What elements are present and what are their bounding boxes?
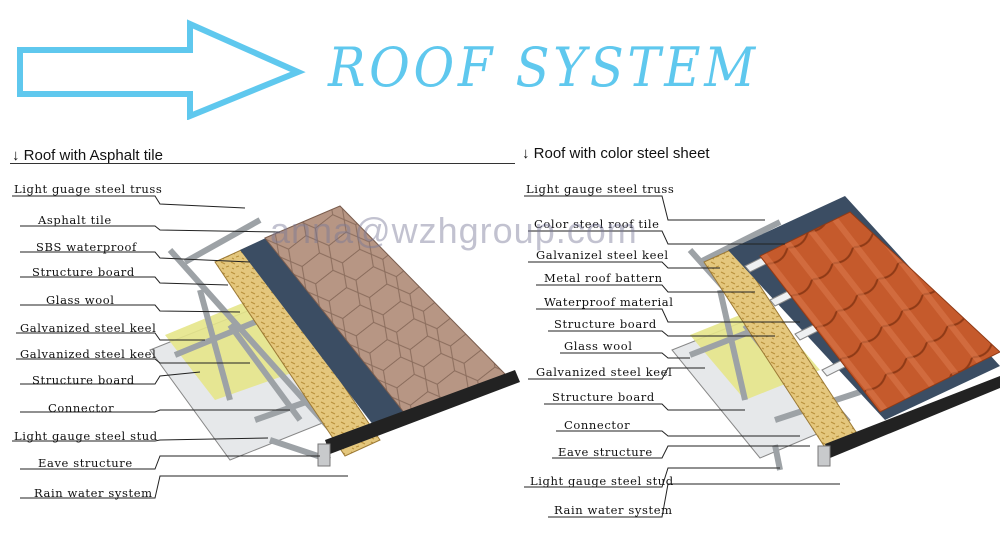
- rain-gutter: [825, 376, 1000, 458]
- label-eave-structure: Eave structure: [38, 456, 133, 470]
- banner-arrow: [17, 19, 306, 120]
- label-rain-water-system: Rain water system: [554, 503, 673, 517]
- label-waterproof-material: Waterproof material: [544, 295, 674, 309]
- label-light-gauge-steel-stud: Light gauge steel stud: [14, 429, 158, 443]
- label-glass-wool: Glass wool: [564, 339, 633, 353]
- page-title: ROOF SYSTEM: [328, 36, 759, 99]
- label-rain-water-system: Rain water system: [34, 486, 153, 500]
- color-steel-roof-tile: [759, 211, 1000, 413]
- label-sbs-waterproof: SBS waterproof: [36, 240, 137, 254]
- label-structure-board: Structure board: [554, 317, 657, 331]
- label-structure-board-2: Structure board: [552, 390, 655, 404]
- eave-post: [317, 443, 331, 467]
- label-metal-roof-battern: Metal roof battern: [544, 271, 663, 285]
- label-glass-wool: Glass wool: [46, 293, 115, 307]
- label-structure-board-2: Structure board: [32, 373, 135, 387]
- left-leader-lines: [12, 195, 348, 499]
- label-connector: Connector: [48, 401, 115, 415]
- label-connector: Connector: [564, 418, 631, 432]
- label-structure-board: Structure board: [32, 265, 135, 279]
- right-section-heading: ↓ Roof with color steel sheet: [522, 145, 710, 162]
- asphalt-roof-diagram: [149, 205, 520, 467]
- label-light-gauge-steel-stud: Light gauge steel stud: [530, 474, 674, 488]
- watermark: anna@wzhgroup.com: [270, 210, 638, 251]
- sbs-waterproof: [240, 236, 410, 434]
- label-galvanized-steel-keel: Galvanized steel keel: [536, 365, 673, 379]
- label-galvanized-steel-keel: Galvanized steel keel: [20, 321, 157, 335]
- label-galvanized-steel-keel-2: Galvanized steel keel: [20, 347, 157, 361]
- label-light-guage-steel-truss: Light guage steel truss: [14, 182, 163, 196]
- eave-post: [817, 445, 831, 467]
- steel-sheet-roof-diagram: [671, 196, 1000, 471]
- structure-board: [214, 245, 381, 457]
- label-color-steel-roof-tile: Color steel roof tile: [534, 217, 660, 231]
- left-heading-rule: [10, 163, 515, 164]
- label-eave-structure: Eave structure: [558, 445, 653, 459]
- label-asphalt-tile: Asphalt tile: [38, 213, 112, 227]
- rain-gutter: [325, 370, 520, 454]
- left-section-heading: ↓ Roof with Asphalt tile: [12, 147, 163, 164]
- right-leader-lines: [524, 195, 840, 518]
- label-galvanizel-steel-keel: Galvanizel steel keel: [536, 248, 669, 262]
- label-light-gauge-steel-truss: Light gauge steel truss: [526, 182, 675, 196]
